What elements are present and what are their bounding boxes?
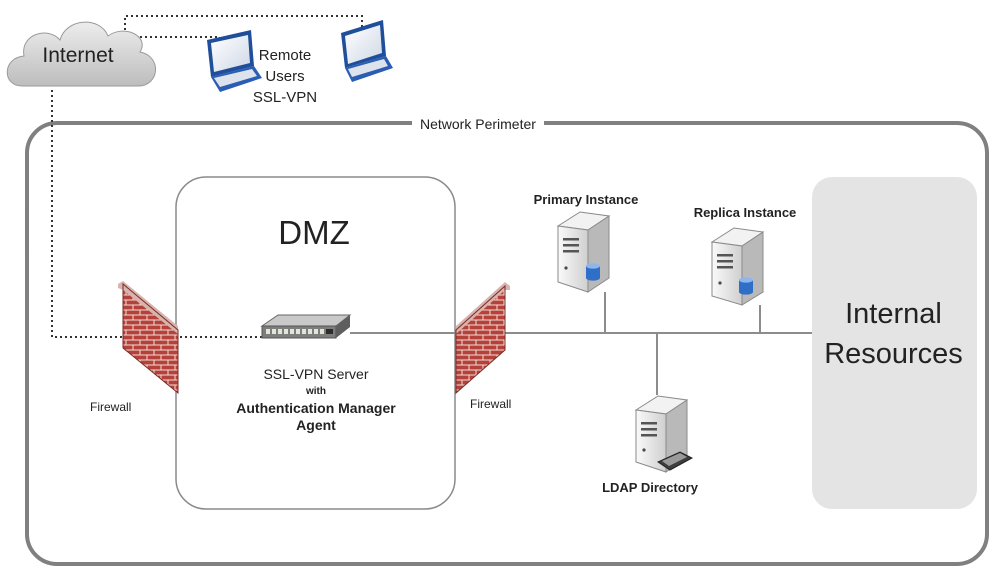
remote-users-line: Remote xyxy=(258,47,312,64)
ssl-vpn-switch-icon xyxy=(260,314,352,339)
internal-resources-label: Internal Resources xyxy=(810,294,977,374)
ssl-vpn-server-line: with xyxy=(306,386,326,397)
ssl-vpn-server-label: SSL-VPN Server with Authentication Manag… xyxy=(186,366,446,434)
internal-resources-line: Internal xyxy=(845,298,942,330)
remote-users-line: SSL-VPN xyxy=(252,89,318,106)
replica-server-icon xyxy=(710,227,765,306)
ssl-vpn-server-line: Agent xyxy=(296,417,336,433)
dmz-label: DMZ xyxy=(278,214,350,251)
network-links xyxy=(350,292,812,395)
ldap-directory-label: LDAP Directory xyxy=(602,480,698,495)
internet-cloud-label: Internet xyxy=(42,44,114,67)
firewall-left-icon xyxy=(118,281,179,395)
firewall-right-label: Firewall xyxy=(470,397,512,411)
primary-instance-label: Primary Instance xyxy=(533,192,639,207)
internal-resources-line: Resources xyxy=(824,338,963,370)
ssl-vpn-server-line: Authentication Manager xyxy=(236,400,396,416)
ldap-server-icon xyxy=(634,395,694,473)
laptop-icon xyxy=(207,30,262,92)
internet-cloud xyxy=(6,21,156,87)
laptop-icon xyxy=(341,20,393,82)
remote-users-line: Users xyxy=(265,68,305,85)
primary-server-icon xyxy=(556,211,611,293)
ssl-vpn-server-line: SSL-VPN Server xyxy=(263,366,369,382)
firewall-left-label: Firewall xyxy=(90,400,132,414)
remote-users-label: Remote Users SSL-VPN xyxy=(230,45,340,108)
firewall-right-icon xyxy=(455,282,510,395)
replica-instance-label: Replica Instance xyxy=(693,205,797,220)
network-perimeter-label: Network Perimeter xyxy=(412,116,544,132)
internal-resources-box xyxy=(812,177,977,509)
